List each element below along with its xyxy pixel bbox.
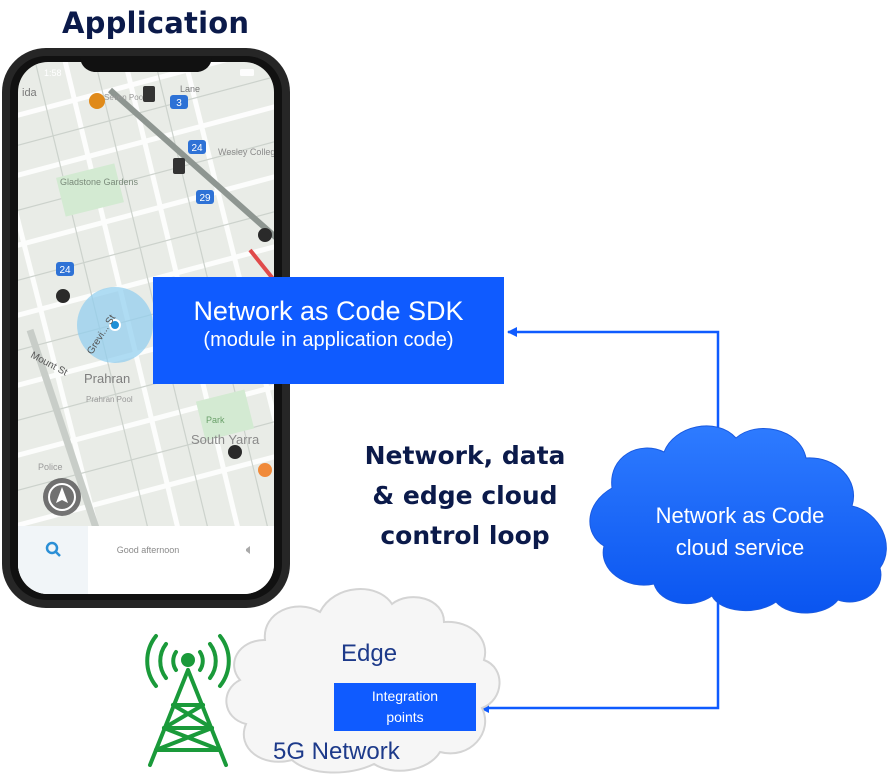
cloud-service-label: Network as Code cloud service [600, 500, 880, 564]
edge-label: Edge [341, 640, 398, 667]
sdk-subtitle: (module in application code) [203, 329, 454, 351]
road-shield-29: 29 [199, 193, 211, 204]
cloud-service-line-1: Network as Code [655, 503, 825, 528]
control-loop-line-2: & edge cloud [372, 481, 558, 510]
map-label-gladstone: Gladstone Gardens [60, 177, 139, 187]
sdk-title: Network as Code SDK [193, 296, 464, 326]
map-label-police: Police [38, 462, 63, 472]
greeting-text: Good afternoon [117, 545, 180, 555]
search-icon [45, 541, 59, 555]
diagram-title: Application [62, 6, 250, 40]
control-loop-line-3: control loop [380, 521, 550, 550]
road-shield-3: 3 [176, 98, 182, 109]
cloud-service-line-2: cloud service [675, 535, 805, 560]
phone-notch [80, 58, 212, 72]
location-dot [109, 319, 121, 331]
map-label-lane: Lane [180, 84, 200, 94]
network-label: 5G Network [273, 738, 400, 765]
control-loop-line-1: Network, data [364, 441, 566, 470]
road-shield-24b: 24 [59, 265, 71, 276]
wazer-icon [228, 445, 242, 459]
map-label-prahran: Prahran [84, 371, 130, 386]
cloud-service-shape [589, 425, 887, 614]
wazer-icon [89, 93, 105, 109]
map-label-ida: ida [22, 87, 38, 99]
traffic-light-icon [143, 86, 155, 102]
wazer-icon [56, 289, 70, 303]
control-loop-label: Network, data & edge cloud control loop [330, 436, 600, 556]
speaker-icon [246, 546, 250, 554]
map-label-south-yarra: South Yarra [191, 432, 260, 447]
integration-points-box: Integration points [334, 683, 476, 731]
wazer-icon [258, 228, 272, 242]
integration-line-2: points [386, 709, 424, 725]
arrow-to-integration [479, 590, 720, 713]
hazard-icon [258, 463, 272, 477]
map-label-wesley: Wesley College [218, 147, 280, 157]
road-shield-24: 24 [191, 143, 203, 154]
map-label-park: Park [206, 415, 225, 425]
arrow-to-sdk [507, 327, 720, 427]
phone-mockup: 3 24 29 24 Gladstone Gardens Wesley Coll… [2, 48, 290, 608]
sdk-box: Network as Code SDK (module in applicati… [153, 277, 504, 384]
cell-tower-icon [145, 634, 231, 767]
status-time: 1:58 [44, 68, 62, 78]
battery-icon [240, 69, 254, 76]
integration-line-1: Integration [371, 688, 439, 704]
traffic-light-icon [173, 158, 185, 174]
map-label-seven: Seven Pool [104, 93, 145, 102]
map-label-prahran-pool: Prahran Pool [86, 395, 133, 404]
